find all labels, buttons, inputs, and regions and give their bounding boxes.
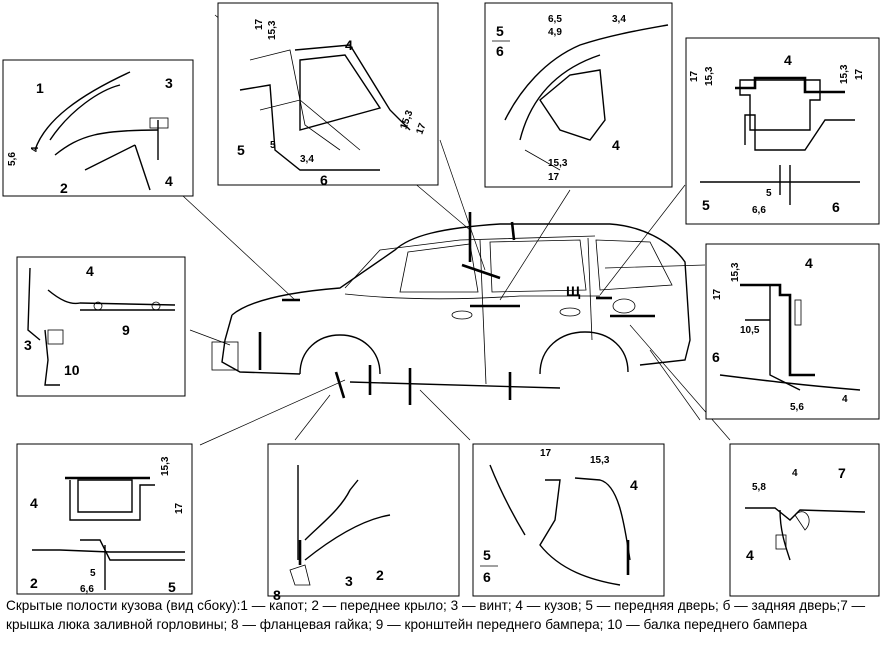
front-door-top-dim-17a: 17 (254, 18, 265, 30)
hood-label-3: 3 (165, 75, 173, 91)
figure-caption: Скрытые полости кузова (вид сбоку):1 — к… (6, 598, 866, 632)
rear-door-rear-dim-15-3a: 15,3 (704, 66, 715, 86)
door-gap-dim-15-3: 15,3 (590, 455, 610, 466)
door-gap-label-6: 6 (483, 569, 491, 585)
rear-door-top-dim-15-3: 15,3 (548, 158, 568, 169)
rear-door-rear-dim-17a: 17 (689, 70, 700, 82)
panel-hood: 1 3 2 4 5,6 4 (2, 59, 194, 197)
rear-door-bottom-dim-15-3: 15,3 (730, 262, 741, 282)
hood-label-4: 4 (165, 173, 173, 189)
door-gap-label-5: 5 (483, 547, 491, 563)
front-door-top-dim-3-4: 3,4 (300, 154, 314, 165)
rear-door-bottom-dim-10-5: 10,5 (740, 325, 760, 336)
bumper-label-10: 10 (64, 362, 80, 378)
rear-door-rear-label-6: 6 (832, 199, 840, 215)
bumper-label-3: 3 (24, 337, 32, 353)
rear-door-top-label-4: 4 (612, 137, 620, 153)
panel-rear-door-bottom: 4 6 15,3 17 10,5 5,6 4 (705, 243, 880, 420)
rear-door-top-dim-17: 17 (548, 172, 560, 183)
front-door-bottom-dim-15-3: 15,3 (160, 456, 171, 476)
rear-door-bottom-dim-17: 17 (712, 288, 723, 300)
front-door-top-dim-5: 5 (270, 140, 276, 151)
panel-fuel-filler: 7 4 5,8 4 (729, 443, 880, 597)
panel-door-gap: 5 6 4 17 15,3 (472, 443, 665, 597)
front-door-top-label-4: 4 (345, 37, 353, 53)
fuel-dim-4: 4 (792, 468, 798, 479)
fender-label-2: 2 (376, 567, 384, 583)
rear-door-top-label-6: 6 (496, 43, 504, 59)
panel-rear-door-rear: 4 5 6 17 15,3 15,3 17 5 6,6 (685, 37, 880, 225)
bumper-label-9: 9 (122, 322, 130, 338)
rear-door-rear-dim-5: 5 (766, 188, 772, 199)
rear-door-top-dim-4-9: 4,9 (548, 27, 562, 38)
fender-label-8: 8 (273, 587, 281, 603)
front-door-top-label-6: 6 (320, 172, 328, 188)
panel-front-door-top: 4 5 6 17 15,3 15,3 17 5 3,4 (217, 2, 439, 188)
front-door-top-label-5: 5 (237, 142, 245, 158)
panel-rear-door-top: 5 6 4 6,5 4,9 3,4 15,3 17 (484, 2, 673, 188)
front-door-bottom-label-4: 4 (30, 495, 38, 511)
fender-label-3: 3 (345, 573, 353, 589)
rear-door-rear-label-4: 4 (784, 52, 792, 68)
door-gap-label-4: 4 (630, 477, 638, 493)
car-marker-label: Щ (566, 283, 581, 299)
fuel-label-7: 7 (838, 465, 846, 481)
hood-dim-4: 4 (30, 146, 41, 152)
door-gap-dim-17: 17 (540, 448, 552, 459)
rear-door-rear-dim-6-6: 6,6 (752, 205, 766, 216)
front-door-bottom-label-2: 2 (30, 575, 38, 591)
bumper-label-4: 4 (86, 263, 94, 279)
rear-door-top-dim-6-5: 6,5 (548, 14, 562, 25)
rear-door-top-label-5: 5 (496, 23, 504, 39)
panel-front-door-bottom: 4 2 5 15,3 17 5 6,6 (16, 443, 193, 595)
hood-label-2: 2 (60, 180, 68, 196)
front-door-bottom-dim-17: 17 (174, 502, 185, 514)
front-door-top-dim-17b: 17 (414, 121, 428, 136)
front-door-bottom-dim-5: 5 (90, 568, 96, 579)
panel-fender: 8 3 2 (267, 443, 460, 603)
fuel-dim-5-8: 5,8 (752, 482, 766, 493)
rear-door-bottom-label-6: 6 (712, 349, 720, 365)
car-side-view: Щ (211, 212, 691, 405)
rear-door-bottom-dim-4: 4 (842, 394, 848, 405)
rear-door-rear-dim-15-3b: 15,3 (839, 64, 850, 84)
hood-label-1: 1 (36, 80, 44, 96)
fuel-label-4: 4 (746, 547, 754, 563)
panel-bumper: 4 3 9 10 (16, 256, 186, 397)
hood-dim-5-6: 5,6 (7, 152, 18, 166)
front-door-top-dim-15-3a: 15,3 (267, 20, 278, 40)
rear-door-bottom-dim-5-6: 5,6 (790, 402, 804, 413)
rear-door-rear-dim-17b: 17 (854, 68, 865, 80)
front-door-bottom-dim-6-6: 6,6 (80, 584, 94, 595)
rear-door-rear-label-5: 5 (702, 197, 710, 213)
rear-door-top-dim-3-4: 3,4 (612, 14, 626, 25)
front-door-bottom-label-5: 5 (168, 579, 176, 595)
rear-door-bottom-label-4: 4 (805, 255, 813, 271)
